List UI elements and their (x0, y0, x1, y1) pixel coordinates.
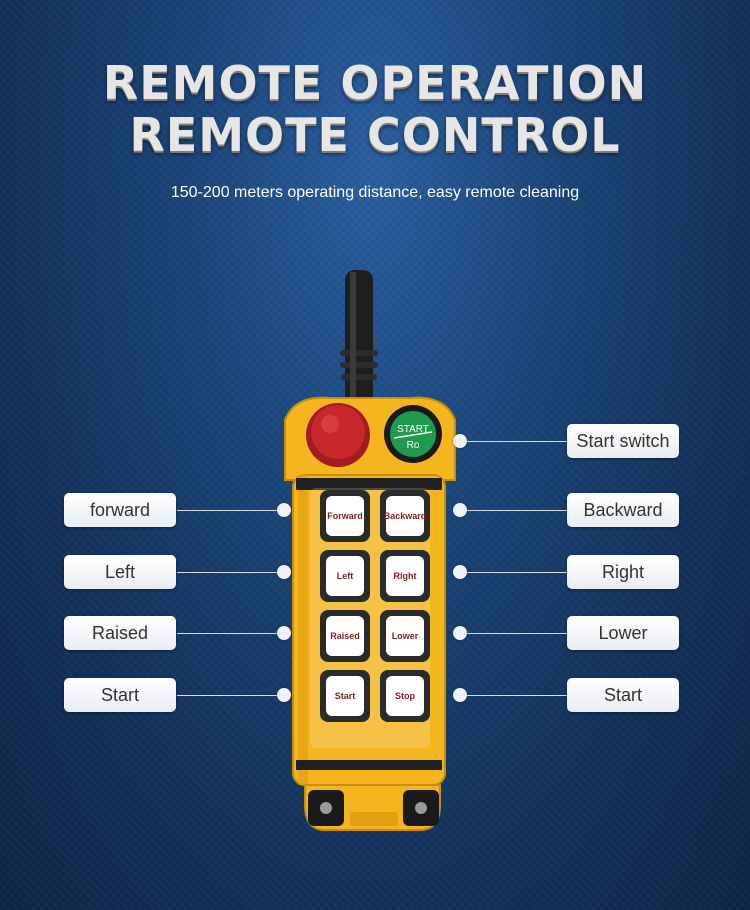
remote-button-raised[interactable]: Raised (330, 631, 360, 641)
callout-line-start-left (177, 695, 283, 696)
callout-line-right (460, 572, 568, 573)
callout-label-start-left: Start (64, 678, 176, 712)
callout-label-lower: Lower (567, 616, 679, 650)
remote-bottom-feet (304, 784, 441, 831)
callout-dot-right (453, 565, 467, 579)
title-line-1: REMOTE OPERATION (102, 56, 648, 110)
remote-button-stop[interactable]: Stop (395, 691, 415, 701)
callout-line-left (177, 572, 283, 573)
title-line-2: REMOTE CONTROL (129, 108, 621, 162)
remote-button-right[interactable]: Right (394, 571, 417, 581)
callout-label-backward: Backward (567, 493, 679, 527)
remote-button-start[interactable]: Start (335, 691, 356, 701)
callout-label-start-right: Start (567, 678, 679, 712)
callout-dot-forward (277, 503, 291, 517)
callout-line-forward (177, 510, 283, 511)
ro-button-label: Ro (407, 440, 420, 451)
antenna (340, 270, 378, 420)
callout-dot-start-left (277, 688, 291, 702)
start-switch-button[interactable]: START Ro (384, 405, 442, 463)
emergency-stop-button[interactable] (306, 403, 370, 467)
callout-label-left: Left (64, 555, 176, 589)
callout-line-raised (177, 633, 283, 634)
remote-button-backward[interactable]: Backward (384, 511, 427, 521)
remote-button-left[interactable]: Left (337, 571, 354, 581)
callout-dot-raised (277, 626, 291, 640)
callout-line-start-switch (460, 441, 568, 442)
subtitle: 150-200 meters operating distance, easy … (170, 184, 580, 201)
callout-label-raised: Raised (64, 616, 176, 650)
callout-dot-start-right (453, 688, 467, 702)
callout-dot-lower (453, 626, 467, 640)
remote-button-forward[interactable]: Forward (327, 511, 363, 521)
callout-dot-backward (453, 503, 467, 517)
callout-line-backward (460, 510, 568, 511)
callout-label-start-switch: Start switch (567, 424, 679, 458)
callout-label-right: Right (567, 555, 679, 589)
callout-label-forward: forward (64, 493, 176, 527)
callout-line-lower (460, 633, 568, 634)
remote-button-lower[interactable]: Lower (392, 631, 419, 641)
start-button-label: START (397, 424, 429, 435)
button-grid (320, 490, 430, 722)
callout-dot-start-switch (453, 434, 467, 448)
callout-line-start-right (460, 695, 568, 696)
callout-dot-left (277, 565, 291, 579)
